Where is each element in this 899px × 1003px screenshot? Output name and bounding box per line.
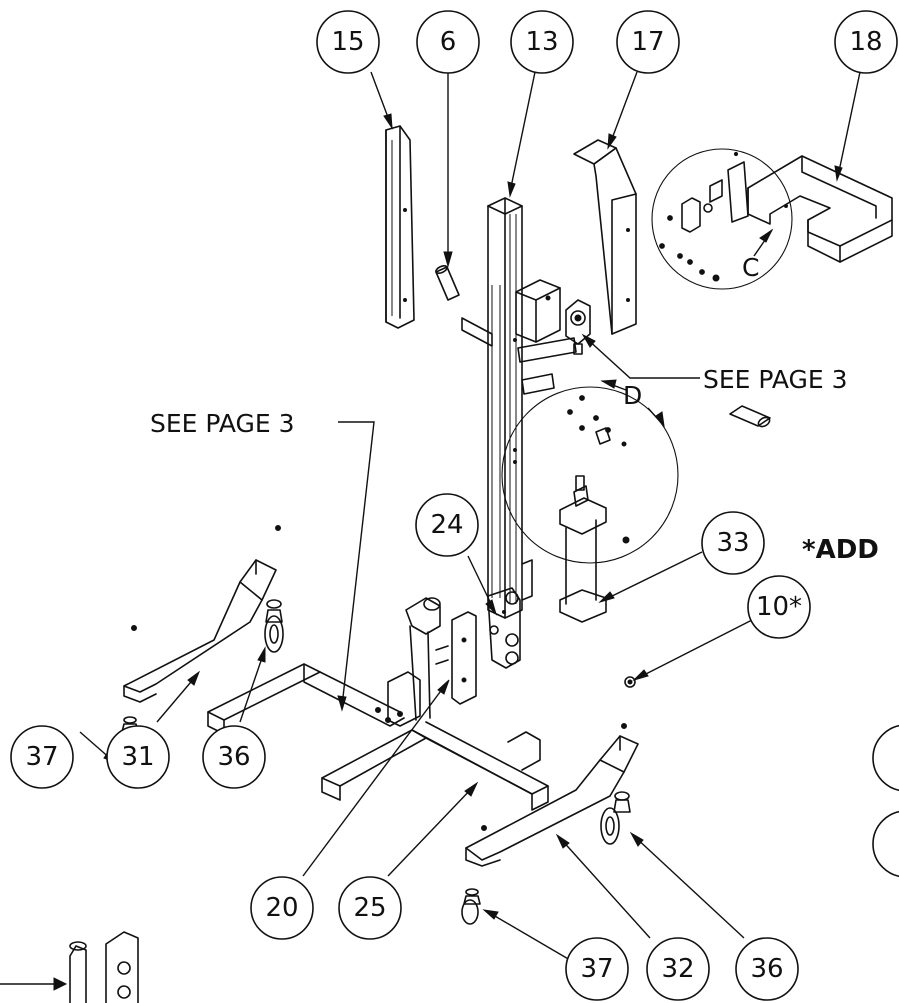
part-32-right-leg [465, 723, 639, 867]
mounting-plate [435, 611, 477, 705]
part-17-cover [573, 139, 637, 335]
svg-text:36: 36 [217, 742, 250, 772]
detail-d-label: D [623, 381, 642, 410]
leader-lines [79, 71, 861, 961]
see-page-leader-right [585, 337, 700, 379]
svg-text:37: 37 [25, 742, 58, 772]
svg-text:13: 13 [525, 27, 558, 57]
detail-c-label: C [742, 253, 759, 282]
detail-c-group [651, 148, 793, 290]
caster-36-right [600, 791, 631, 845]
balloon-25: 25 [338, 876, 402, 940]
part-18-tray [747, 155, 893, 263]
balloon-6: 6 [416, 10, 480, 74]
short-pin [729, 405, 771, 428]
svg-text:33: 33 [716, 528, 749, 558]
svg-text:15: 15 [331, 27, 364, 57]
balloon-13: 13 [510, 10, 574, 74]
part-15-side-plate [385, 125, 415, 329]
see-page-label-right: SEE PAGE 3 [703, 365, 848, 394]
part-25-base-frame [207, 597, 549, 811]
caster-37-bottom [461, 888, 481, 925]
balloon-17: 17 [616, 10, 680, 74]
caster-36-left [264, 599, 284, 653]
part-13-mast [487, 197, 533, 619]
svg-text:10*: 10* [756, 592, 802, 622]
svg-text:37: 37 [580, 954, 613, 984]
balloon-24: 24 [415, 493, 479, 557]
balloon-36-left: 36 [202, 725, 266, 789]
balloon-10: 10* [747, 575, 811, 639]
svg-text:31: 31 [121, 742, 154, 772]
part-24-carriage [487, 587, 521, 669]
part-31-left-leg [123, 525, 281, 703]
part-6-pin [435, 264, 460, 301]
cropped-detail-lower-left [0, 931, 139, 1003]
svg-text:6: 6 [440, 27, 457, 57]
see-page-leader-left [338, 421, 375, 707]
control-box [515, 279, 561, 343]
balloon-15: 15 [316, 10, 380, 74]
see-page-label-left: SEE PAGE 3 [150, 409, 295, 438]
part-10-nut [624, 676, 636, 688]
svg-text:18: 18 [849, 27, 882, 57]
pivot-block [565, 299, 591, 355]
balloon-33: 33 [701, 511, 765, 575]
balloon-36-right: 36 [735, 937, 799, 1001]
svg-text:17: 17 [631, 27, 664, 57]
add-note-label: *ADD [802, 535, 879, 565]
svg-text:20: 20 [265, 893, 298, 923]
balloon-37-left: 37 [10, 725, 74, 789]
balloon-32: 32 [646, 937, 710, 1001]
balloon-18: 18 [834, 10, 898, 74]
balloon-31: 31 [106, 725, 170, 789]
svg-text:24: 24 [430, 510, 463, 540]
svg-text:25: 25 [353, 893, 386, 923]
part-33-cylinder [559, 475, 607, 623]
cropped-balloons-right [872, 724, 899, 878]
detail-d-group [501, 386, 679, 564]
handle-bars [461, 317, 577, 395]
svg-text:36: 36 [750, 954, 783, 984]
svg-text:32: 32 [661, 954, 694, 984]
balloon-37-bottom: 37 [565, 937, 629, 1001]
balloon-20: 20 [250, 876, 314, 940]
